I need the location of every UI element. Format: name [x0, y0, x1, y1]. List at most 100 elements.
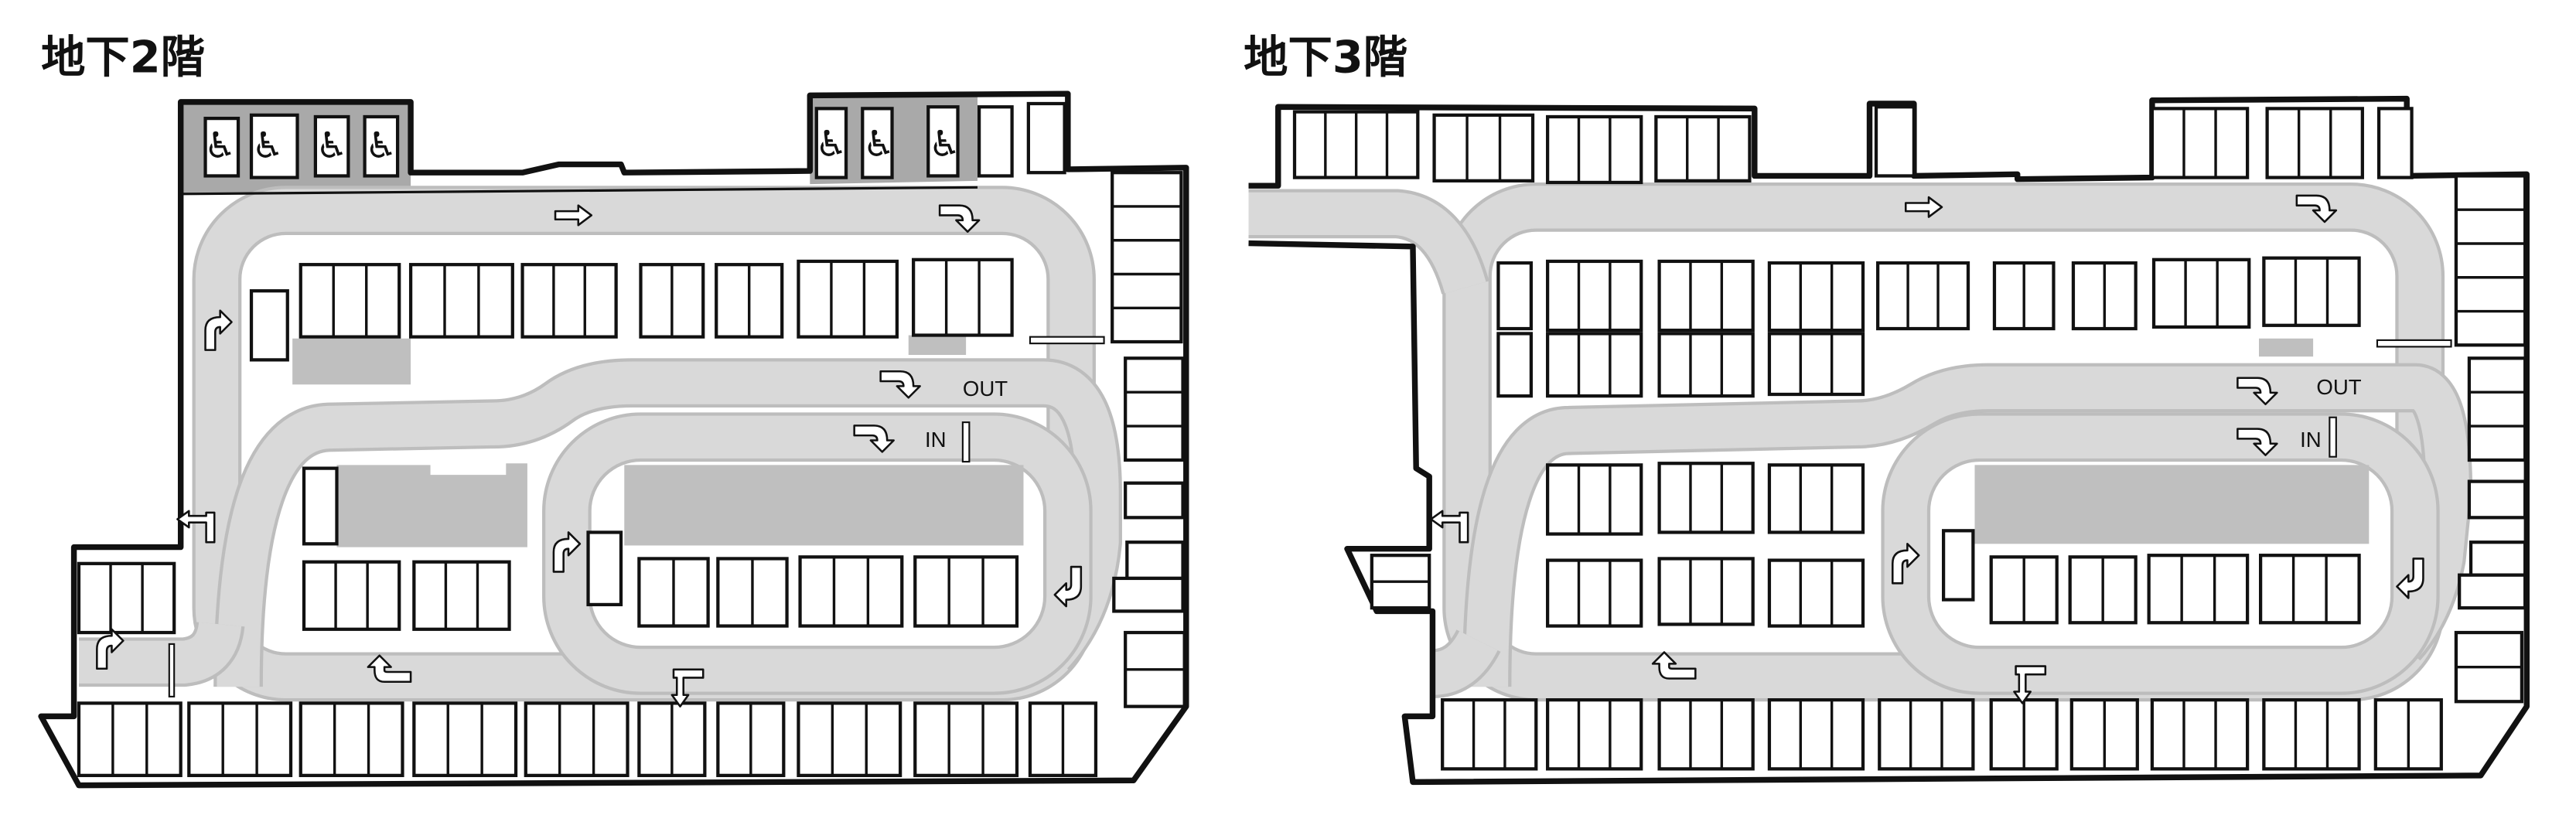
- parking-stall-group: [524, 701, 629, 777]
- parking-stall: [1111, 171, 1183, 344]
- floor-b2-outer-wall: [38, 90, 1189, 789]
- parking-stall-group: [715, 263, 784, 339]
- arrow-up-right-branch-icon: [176, 510, 216, 544]
- parking-stall-group: [2373, 698, 2443, 771]
- driving-lane: [217, 361, 1119, 687]
- parking-stall-group: [2265, 107, 2364, 179]
- parking-stall-group: [1546, 114, 1643, 185]
- parking-stall: [313, 114, 350, 178]
- parking-stall-group: [1124, 630, 1186, 708]
- parking-stall: [1874, 105, 1916, 178]
- gate-bar: [961, 421, 971, 463]
- parking-stall: [1125, 540, 1185, 581]
- u-turn-left-icon: [367, 654, 412, 684]
- in-label: IN: [2300, 428, 2322, 452]
- parking-stall-group: [412, 701, 518, 777]
- wheelchair-icon: ♿: [204, 125, 237, 167]
- parking-stall: [299, 263, 401, 339]
- parking-stall: [299, 701, 404, 777]
- parking-stall: [1124, 356, 1185, 462]
- structure-block: [908, 335, 967, 356]
- parking-stall: [1657, 462, 1755, 534]
- parking-stall: [363, 114, 400, 178]
- wheelchair-icon: ♿: [929, 124, 961, 165]
- parking-stall-group: [1546, 698, 1643, 771]
- parking-stall-group: [2068, 555, 2138, 625]
- parking-stall: [1546, 114, 1643, 185]
- parking-stall-group: [1370, 554, 1431, 610]
- parking-stall: [977, 105, 1014, 178]
- gate-bar: [168, 643, 176, 697]
- parking-stall: [302, 560, 401, 631]
- parking-stall-group: [814, 107, 848, 179]
- parking-stall-group: [2150, 107, 2250, 179]
- parking-stall-group: [913, 701, 1019, 777]
- out-label: OUT: [963, 377, 1008, 401]
- parking-stall-group: [187, 701, 293, 777]
- parking-stall: [302, 466, 339, 546]
- parking-stall-group: [2454, 630, 2524, 704]
- parking-stall: [1941, 529, 1975, 602]
- parking-stall-group: [1496, 261, 1534, 331]
- parking-stall-group: [977, 105, 1014, 178]
- parking-stall: [1546, 463, 1643, 536]
- parking-stall-group: [2150, 698, 2250, 771]
- parking-stall: [187, 701, 293, 777]
- parking-stall-group: [797, 701, 902, 777]
- parking-stall: [1767, 698, 1865, 771]
- parking-stall: [1546, 558, 1643, 628]
- parking-stall-group: [302, 560, 401, 631]
- turn-right-down-icon: [853, 425, 895, 453]
- parking-stall: [1767, 558, 1865, 628]
- parking-stall: [249, 289, 289, 362]
- turn-right-down-icon: [2237, 377, 2278, 406]
- arrow-up-right-branch-icon: [1430, 510, 1469, 544]
- turn-right-down-icon: [879, 370, 921, 399]
- parking-stall: [1767, 332, 1865, 397]
- parking-stall-group: [1989, 555, 2059, 625]
- driving-lane: [1248, 192, 1486, 294]
- parking-stall: [798, 555, 904, 628]
- parking-stall-group: [2151, 257, 2251, 329]
- parking-stall: [1441, 698, 1538, 771]
- parking-stall-group: [299, 263, 401, 339]
- parking-stall: [77, 561, 176, 635]
- parking-stall-group: [2376, 107, 2414, 179]
- floor-b2-title: 地下2階: [41, 32, 205, 84]
- parking-stall: [1657, 259, 1755, 332]
- parking-stall: [1657, 557, 1755, 626]
- parking-stall-group: [299, 701, 404, 777]
- parking-stall-group: [249, 289, 289, 362]
- parking-stall: [2262, 256, 2361, 327]
- wheelchair-icon: ♿: [365, 125, 397, 167]
- turn-down-left-icon: [2396, 558, 2424, 599]
- parking-stall: [2265, 107, 2364, 179]
- structure-block: [336, 463, 527, 547]
- parking-stall: [2258, 554, 2361, 625]
- accessible-area-edge: [180, 186, 978, 196]
- gate-bar: [1029, 336, 1105, 345]
- parking-stall: [1657, 332, 1755, 398]
- parking-stall-group: [1546, 463, 1643, 536]
- parking-stall-group: [1496, 332, 1534, 398]
- parking-stall: [2469, 540, 2527, 577]
- driving-lane: [1465, 366, 2469, 687]
- parking-stall-group: [2071, 261, 2138, 331]
- parking-stall-group: [249, 113, 299, 179]
- parking-stall-group: [1654, 114, 1752, 182]
- parking-stall: [1878, 698, 1975, 771]
- parking-stall: [1432, 113, 1535, 182]
- parking-stall: [1496, 332, 1534, 398]
- parking-stall: [913, 555, 1019, 628]
- driving-lane: [545, 415, 1090, 692]
- in-label: IN: [925, 428, 947, 452]
- parking-stall-group: [1876, 261, 1970, 331]
- parking-stall-group: [1657, 462, 1755, 534]
- parking-stall: [1496, 261, 1534, 331]
- parking-stall: [814, 107, 848, 179]
- structure-block: [292, 338, 411, 385]
- parking-stall-group: [798, 555, 904, 628]
- parking-stall: [1546, 698, 1643, 771]
- parking-stall: [1654, 114, 1752, 182]
